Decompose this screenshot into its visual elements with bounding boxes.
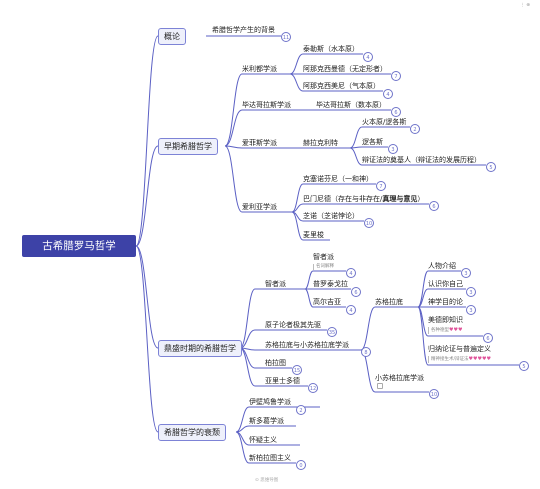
node-heraclitus[interactable]: 赫拉克利特 [303, 139, 338, 147]
count-badge: 5 [519, 361, 529, 371]
footer-watermark: ⊙ 思维导图 [255, 478, 279, 483]
node-anaximander[interactable]: 阿那克西曼德（无定形者） [303, 65, 387, 73]
node-logos[interactable]: 逻各斯 [362, 138, 383, 146]
connector-line [289, 73, 304, 92]
count-badge: 4 [363, 52, 373, 62]
connector-line [349, 126, 363, 149]
node-stoic[interactable]: 斯多葛学派 [249, 417, 284, 425]
node-background[interactable]: 希腊哲学产生的背景 [212, 26, 275, 34]
node-fire[interactable]: 火本原/逻各斯 [362, 118, 407, 126]
count-badge: 12 [308, 383, 318, 393]
count-badge: 6 [429, 201, 439, 211]
count-badge: 6 [391, 107, 401, 117]
note-induction: 精神接生术/辩证法♥♥♥♥♥ [428, 356, 491, 363]
node-aristotle[interactable]: 亚里士多德 [265, 377, 300, 385]
heart-icon: ♥♥♥♥♥ [468, 356, 491, 362]
branch-flourish[interactable]: 鼎盛时期的希腊哲学 [158, 340, 242, 357]
count-badge: 4 [346, 305, 356, 315]
connector-line [360, 306, 376, 351]
node-anaximenes[interactable]: 阿那克西美尼（气本原） [303, 82, 380, 90]
connector-line [304, 288, 314, 308]
node-ephesus[interactable]: 爱菲斯学派 [242, 139, 277, 147]
node-minor-socratic[interactable]: 小苏格拉底学派 [375, 374, 424, 382]
count-badge: 6 [351, 287, 361, 297]
root-topic[interactable]: 古希腊罗马哲学 [22, 235, 136, 257]
count-badge: 15 [292, 365, 302, 375]
connector-line [304, 270, 314, 290]
connector-line [289, 53, 304, 75]
note-virtue: 各种德型♥♥♥ [428, 327, 462, 334]
count-badge: 2 [410, 124, 420, 134]
count-badge: 11 [281, 32, 291, 42]
connector-line [417, 306, 429, 366]
count-badge: 35 [327, 327, 337, 337]
node-plato[interactable]: 柏拉图 [265, 359, 286, 367]
connector-line [417, 288, 429, 308]
count-badge: 10 [429, 389, 439, 399]
node-gorgias[interactable]: 高尔吉亚 [313, 298, 341, 306]
node-zeno[interactable]: 芝诺（芝诺悖论） [303, 212, 359, 220]
toolbar-icons[interactable]: ⋮ ⊕ [520, 3, 530, 8]
node-intro[interactable]: 人物介绍 [428, 262, 456, 270]
node-pythagoras[interactable]: 毕达哥拉斯（数本原） [316, 101, 386, 109]
count-badge: 3 [388, 144, 398, 154]
connector-line [224, 145, 243, 213]
branch-overview[interactable]: 概论 [158, 28, 186, 45]
count-badge: 6 [483, 333, 493, 343]
connector-line [135, 245, 159, 433]
node-parmenides[interactable]: 巴门尼德（存在与非存在/真理与意见） [303, 195, 425, 203]
count-badge: 0 [296, 460, 306, 470]
heart-icon: ♥♥♥ [449, 327, 463, 333]
branch-decline[interactable]: 希腊哲学的衰颓 [158, 424, 226, 441]
node-socrates[interactable]: 苏格拉底 [375, 298, 403, 306]
node-atomist[interactable]: 原子论者极其先驱 [265, 321, 321, 329]
count-badge: 3 [466, 287, 476, 297]
count-badge: 8 [361, 347, 371, 357]
count-badge: 2 [296, 405, 306, 415]
count-badge: 10 [364, 218, 374, 228]
node-miletus[interactable]: 米利都学派 [242, 65, 277, 73]
count-badge: 3 [466, 305, 476, 315]
connector-line [224, 73, 243, 147]
connector-line [135, 245, 159, 349]
connector-line [235, 431, 250, 464]
node-thales[interactable]: 泰勒斯（水本原） [303, 45, 359, 53]
count-badge: 3 [461, 268, 471, 278]
count-badge: 5 [486, 162, 496, 172]
node-skeptic[interactable]: 怀疑主义 [249, 436, 277, 444]
connector-line [135, 35, 159, 247]
count-badge: 7 [391, 71, 401, 81]
node-sophist-def[interactable]: 智者派 [313, 253, 334, 261]
node-sophists[interactable]: 智者派 [265, 280, 286, 288]
count-badge: 4 [346, 268, 356, 278]
node-induction[interactable]: 归纳论证与普遍定义 [428, 345, 491, 353]
node-dialectic[interactable]: 辩证法的奠基人（辩证法的发展历程） [362, 156, 481, 164]
connector-line [291, 183, 304, 213]
connector-line [349, 147, 363, 166]
node-teleology[interactable]: 神学目的论 [428, 298, 463, 306]
connector-line [235, 406, 250, 433]
node-epicurean[interactable]: 伊壁鸠鲁学派 [249, 398, 291, 406]
connector-line [224, 145, 243, 149]
connector-line [417, 270, 429, 308]
node-xenophanes[interactable]: 克塞诺芬尼（一和神） [303, 175, 373, 183]
branch-early[interactable]: 早期希腊哲学 [158, 138, 218, 155]
node-pythagorean[interactable]: 毕达哥拉斯学派 [242, 101, 291, 109]
node-protagoras[interactable]: 普罗泰戈拉 [313, 280, 348, 288]
node-know-thyself[interactable]: 认识你自己 [428, 280, 463, 288]
note-sophist-def: 名词解释 [313, 264, 334, 270]
count-badge: 7 [376, 181, 386, 191]
node-socrates-minor[interactable]: 苏格拉底与小苏格拉底学派 [265, 341, 349, 349]
node-eleatic[interactable]: 爱利亚学派 [242, 203, 277, 211]
attachment-icon[interactable] [377, 383, 383, 389]
connector-line [135, 145, 159, 247]
connector-line [224, 109, 243, 147]
node-neoplatonic[interactable]: 新柏拉图主义 [249, 454, 291, 462]
node-virtue[interactable]: 美德即知识 [428, 316, 463, 324]
connector-line [291, 211, 304, 241]
node-melissus[interactable]: 麦里梭 [303, 231, 324, 239]
count-badge: 4 [383, 89, 393, 99]
